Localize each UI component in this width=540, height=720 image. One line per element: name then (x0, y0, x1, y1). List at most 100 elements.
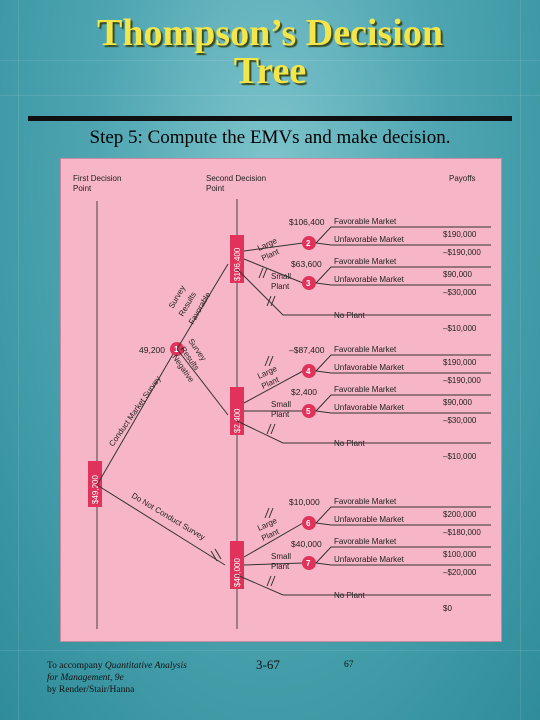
subtree-1-outcome-label-1: Favorable Market (334, 217, 397, 226)
subtree-1-small-label-2: Plant (271, 282, 290, 291)
header-second-decision-line1: Second Decision (206, 174, 266, 183)
subtree-1-payoff-4: –$30,000 (443, 288, 477, 297)
branch-survey-favorable (176, 263, 229, 350)
svg-text:1: 1 (174, 345, 179, 354)
subtree-2-chance-node-small (302, 404, 316, 418)
subtree-3-outcome-line-4 (315, 562, 491, 566)
label-conduct-survey: Conduct Market Survey (107, 375, 162, 449)
subtree-3-decision-emv: $40,000 (233, 558, 242, 587)
subtree-1-no-plant-branch (236, 268, 491, 316)
subtree-2-outcome-line-2 (315, 370, 491, 374)
subtree-1-chance-node-large-number: 2 (306, 239, 311, 248)
node1-emv: 49,200 (139, 345, 165, 355)
footer-slide-number: 67 (344, 660, 354, 670)
subtree-1-chance-node-small-number: 3 (306, 279, 311, 288)
subtree-3-outcome-line-1 (315, 506, 491, 524)
branch-survey-negative (176, 348, 229, 416)
subtree-1-outcome-label-5: No Plant (334, 311, 365, 320)
header-first-decision-line1: First Decision (73, 174, 121, 183)
subtree-1-payoff-5: –$10,000 (443, 324, 477, 333)
slide-title: Thompson’s Decision Tree (0, 14, 540, 90)
subtree-1-outcome-line-3 (315, 266, 491, 284)
subtree-2-outcome-label-5: No Plant (334, 439, 365, 448)
subtree-3-outcome-label-4: Unfavorable Market (334, 555, 405, 564)
subtree-1-large-ev: $106,400 (289, 217, 325, 227)
subtree-3-small-label-2: Plant (271, 562, 290, 571)
subtree-2-payoff-5: –$10,000 (443, 452, 477, 461)
subtree-1-payoff-1: $190,000 (443, 230, 477, 239)
subtree-2-payoff-1: $190,000 (443, 358, 477, 367)
subtree-3-payoff-1: $200,000 (443, 510, 477, 519)
subtree-3-outcome-label-2: Unfavorable Market (334, 515, 405, 524)
subtree-2-decision-emv: $2,400 (233, 408, 242, 433)
label-no-conduct-survey: Do Not Conduct Survey (130, 491, 207, 542)
header-second-decision-line2: Point (206, 184, 225, 193)
subtree-3-payoff-2: –$180,000 (443, 528, 481, 537)
subtree-3-small-label-1: Small (271, 552, 291, 561)
subtree-3-chance-node-large (302, 516, 316, 530)
root-emv: $49,200 (91, 475, 100, 504)
subtree-3-large-ev: $10,000 (289, 497, 320, 507)
subtree-1-small-branch (243, 258, 304, 284)
subtree-3-outcome-label-5: No Plant (334, 591, 365, 600)
subtree-1-outcome-label-2: Unfavorable Market (334, 235, 405, 244)
footer-credit-line1: To accompany (47, 661, 105, 671)
subtree-2-large-branch (243, 370, 304, 404)
subtree-1-decision-emv: $106,400 (233, 247, 242, 281)
header-first-decision-line2: Point (73, 184, 92, 193)
subtree-2-outcome-label-2: Unfavorable Market (334, 363, 405, 372)
slide-title-line2: Tree (233, 50, 307, 92)
subtree-3-no-plant-branch (236, 574, 491, 596)
subtree-1-outcome-line-4 (315, 282, 491, 286)
subtree-2-outcome-label-1: Favorable Market (334, 345, 397, 354)
header-payoffs: Payoffs (449, 174, 476, 183)
subtree-1-decision-box (230, 235, 244, 283)
subtree-3-chance-node-small-number: 7 (306, 559, 311, 568)
subtree-1-chance-node-small (302, 276, 316, 290)
subtree-2-large-ev: –$87,400 (289, 345, 325, 355)
subtree-1-small-label-1: Small (271, 272, 291, 281)
footer-credit: To accompany Quantitative Analysis for M… (47, 660, 237, 696)
subtree-1-small-ev: $63,600 (291, 259, 322, 269)
subtree-3-small-branch (243, 562, 304, 566)
subtree-2-small-label-2: Plant (271, 410, 290, 419)
subtree-2-outcome-label-4: Unfavorable Market (334, 403, 405, 412)
subtree-3-payoff-3: $100,000 (443, 550, 477, 559)
subtree-3-payoff-4: –$20,000 (443, 568, 477, 577)
subtree-3-large-branch (243, 522, 304, 558)
title-divider (28, 116, 512, 121)
subtree-1-chance-node-large (302, 236, 316, 250)
subtree-2-outcome-line-3 (315, 394, 491, 412)
subtree-3-payoff-5: $0 (443, 604, 452, 613)
subtree-2-outcome-line-4 (315, 410, 491, 414)
subtree-3-outcome-line-3 (315, 546, 491, 564)
subtree-2-no-plant-branch (236, 420, 491, 444)
footer-credit-line3: by Render/Stair/Hanna (47, 685, 135, 695)
subtree-2-payoff-3: $90,000 (443, 398, 472, 407)
subtree-3-outcome-label-3: Favorable Market (334, 537, 397, 546)
subtree-1-outcome-label-4: Unfavorable Market (334, 275, 405, 284)
subtree-3-outcome-line-2 (315, 522, 491, 526)
subtree-2-outcome-label-3: Favorable Market (334, 385, 397, 394)
slide-subtitle: Step 5: Compute the EMVs and make decisi… (89, 127, 451, 148)
subtree-1-payoff-3: $90,000 (443, 270, 472, 279)
subtree-2-payoff-2: –$190,000 (443, 376, 481, 385)
subtree-2-small-label-1: Small (271, 400, 291, 409)
slide-title-line1: Thompson’s Decision (97, 12, 443, 54)
subtree-1-payoff-2: –$190,000 (443, 248, 481, 257)
subtree-2-chance-node-large (302, 364, 316, 378)
subtree-3-outcome-label-1: Favorable Market (334, 497, 397, 506)
subtree-2-outcome-line-1 (315, 354, 491, 372)
subtree-3-chance-node-small (302, 556, 316, 570)
subtree-1-outcome-line-2 (315, 242, 491, 246)
subtree-1-large-branch (243, 242, 304, 252)
footer-credit-book: Quantitative Analysis (104, 661, 187, 671)
subtree-2-small-ev: $2,400 (291, 387, 317, 397)
subtree-2-chance-node-large-number: 4 (306, 367, 311, 376)
subtree-2-payoff-4: –$30,000 (443, 416, 477, 425)
footer-credit-line2: for Management, 9e (47, 673, 124, 683)
root-decision-node: $49,200 (88, 461, 102, 507)
subtree-1-outcome-line-1 (315, 226, 491, 244)
subtree-2-chance-node-small-number: 5 (306, 407, 311, 416)
decision-tree-diagram: First Decision Point Second Decision Poi… (60, 158, 502, 642)
